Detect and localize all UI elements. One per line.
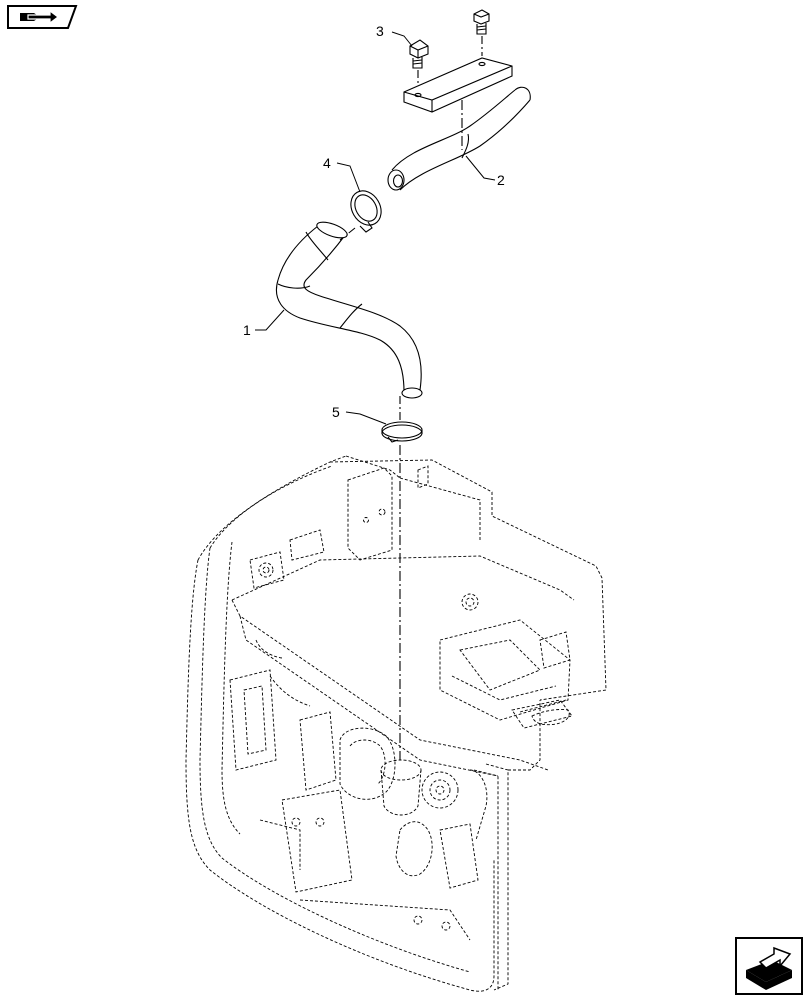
- leader-5: [345, 411, 387, 425]
- clamp-item-4: [350, 190, 382, 233]
- next-page-icon: [735, 937, 803, 995]
- callout-label-4: 4: [323, 155, 331, 171]
- leader-1: [255, 309, 285, 331]
- lower-hose-item-1: [276, 221, 423, 399]
- next-page-button[interactable]: [734, 936, 804, 996]
- upper-hose-item-2: [387, 86, 531, 191]
- bolt-item-3: [409, 39, 429, 69]
- callout-label-2: 2: [497, 172, 505, 188]
- leader-3: [391, 31, 413, 47]
- callout-label-5: 5: [332, 404, 340, 420]
- bolt-top-right: [473, 9, 490, 35]
- previous-page-icon: [7, 5, 78, 29]
- previous-page-button[interactable]: [6, 4, 78, 30]
- callout-label-1: 1: [243, 322, 251, 338]
- bracket-plate: [403, 57, 513, 113]
- machine-rear-assembly: [185, 455, 607, 992]
- leader-2: [465, 155, 496, 181]
- clamp-item-5: [381, 421, 423, 443]
- callout-label-3: 3: [376, 23, 384, 39]
- leader-4: [336, 162, 361, 193]
